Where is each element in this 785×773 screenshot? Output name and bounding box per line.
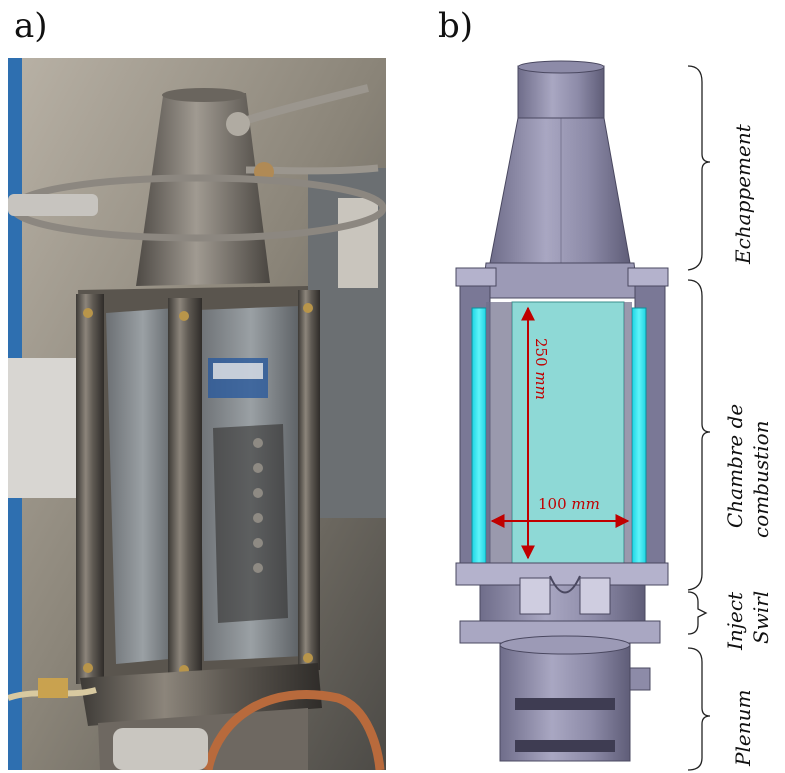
insulation-foil [113, 728, 208, 770]
corner-post-right [298, 290, 320, 670]
corner-post-center [168, 298, 202, 683]
equipment-left [8, 358, 78, 498]
exhaust-cone [489, 117, 631, 264]
width-dimension-label: 100 mm [538, 495, 600, 513]
brace-inject-swirl [687, 591, 708, 635]
label-chambre-de: Chambre de [723, 404, 747, 528]
injector-body [479, 584, 646, 622]
corner-post-left [76, 294, 104, 684]
chamber-base-flange [455, 562, 669, 586]
brace-chamber [687, 279, 711, 591]
copper-pipe [203, 690, 385, 770]
label-swirl: Swirl [749, 591, 773, 644]
perforated-plate-1 [515, 698, 615, 710]
perforated-plate-2 [515, 740, 615, 752]
height-dimension-label: 250 mm [532, 338, 550, 400]
exhaust-flange [481, 262, 639, 299]
injector-plate [213, 424, 288, 623]
label-inject: Inject [723, 591, 747, 651]
side-window-right [631, 307, 647, 584]
base-flange [80, 663, 322, 726]
label-echappement: Echappement [731, 123, 755, 265]
swirler [549, 575, 581, 594]
plenum-inlet [629, 667, 651, 691]
quartz-window-left [106, 308, 180, 664]
brace-exhaust [687, 65, 711, 271]
side-window-left [471, 307, 487, 584]
insulation-wrap [8, 194, 98, 216]
label-combustion: combustion [749, 420, 773, 538]
exhaust-tube [517, 65, 605, 119]
combustor-photo [8, 58, 386, 770]
label-plenum: Plenum [731, 690, 755, 767]
panel-a-label: a) [14, 6, 48, 46]
panel-b-label: b) [438, 6, 474, 46]
combustor-cad-cutaway: 250 mm 100 mm Echappement Chambre de com… [455, 60, 773, 771]
brace-plenum [687, 647, 711, 771]
